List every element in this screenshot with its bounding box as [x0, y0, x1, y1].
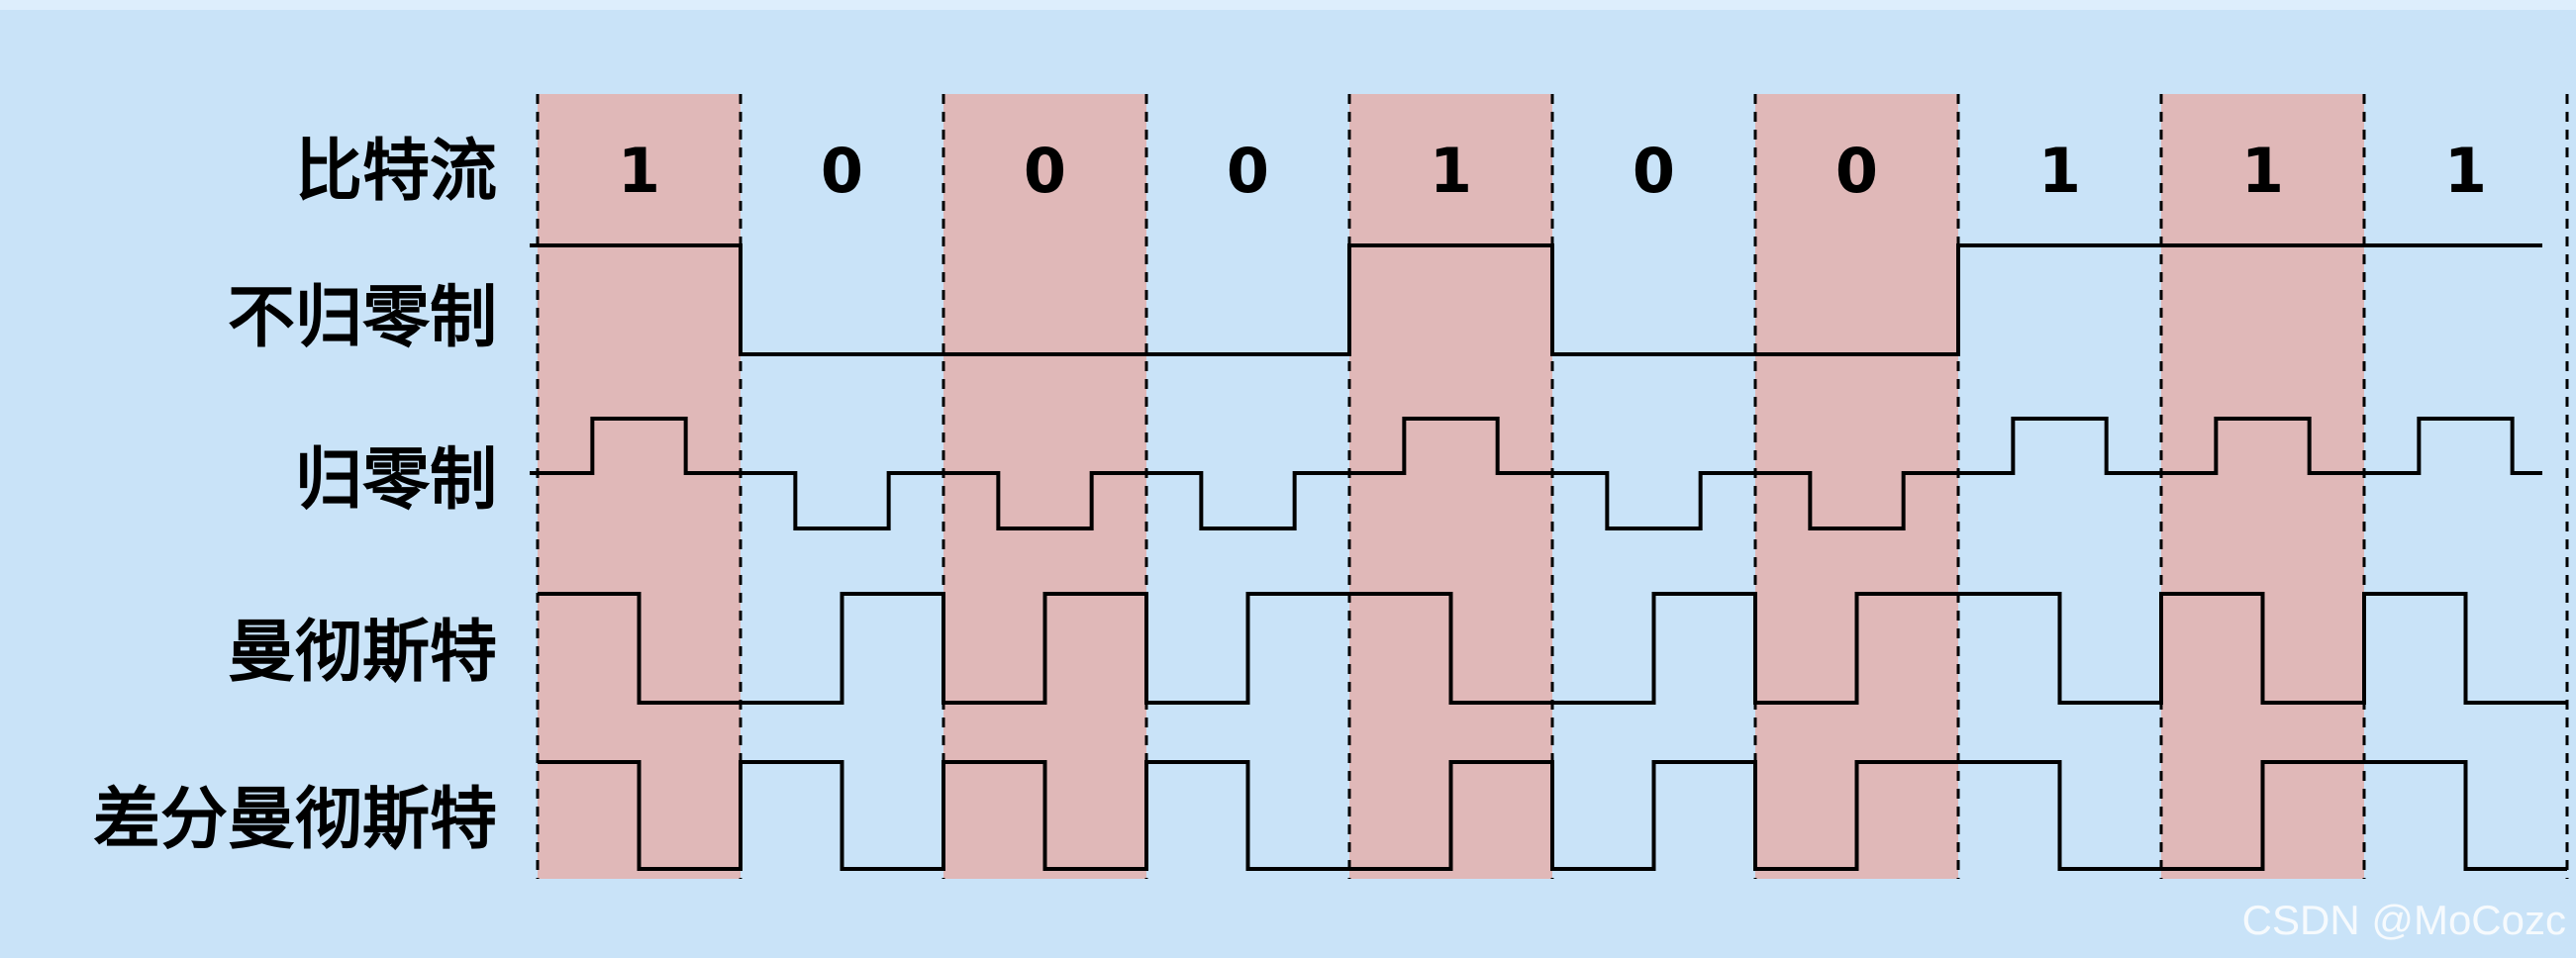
- bit-value: 1: [1429, 135, 1473, 207]
- highlight-band: [538, 94, 741, 879]
- bit-value: 0: [1023, 135, 1067, 207]
- highlight-band: [1349, 94, 1552, 879]
- rz-waveform: [530, 417, 2542, 530]
- manchester-waveform: [538, 592, 2567, 705]
- manchester-label: 曼彻斯特: [227, 614, 497, 692]
- bit-value: 1: [617, 135, 661, 207]
- bit-value: 1: [2443, 135, 2488, 207]
- watermark: CSDN @MoCozc: [2241, 897, 2566, 943]
- bit-dividers: [536, 94, 2569, 879]
- highlight-band: [1755, 94, 1958, 879]
- bit-value: 1: [2240, 135, 2285, 207]
- nrz-waveform: [530, 243, 2542, 356]
- waveforms: [530, 243, 2567, 871]
- bit-value: 0: [1226, 135, 1270, 207]
- top-strip: [0, 0, 2576, 10]
- diff-manchester-label: 差分曼彻斯特: [92, 781, 497, 859]
- bit-value: 1: [2037, 135, 2082, 207]
- nrz-label: 不归零制: [227, 279, 497, 357]
- bit-value: 0: [1632, 135, 1676, 207]
- bit-value: 0: [820, 135, 864, 207]
- bitstream-label: 比特流: [294, 133, 497, 211]
- diff-manchester-waveform: [538, 760, 2567, 871]
- highlight-band: [943, 94, 1146, 879]
- highlight-band: [2161, 94, 2364, 879]
- rz-label: 归零制: [294, 441, 497, 520]
- highlight-bands: [538, 94, 2364, 879]
- bit-value: 0: [1834, 135, 1879, 207]
